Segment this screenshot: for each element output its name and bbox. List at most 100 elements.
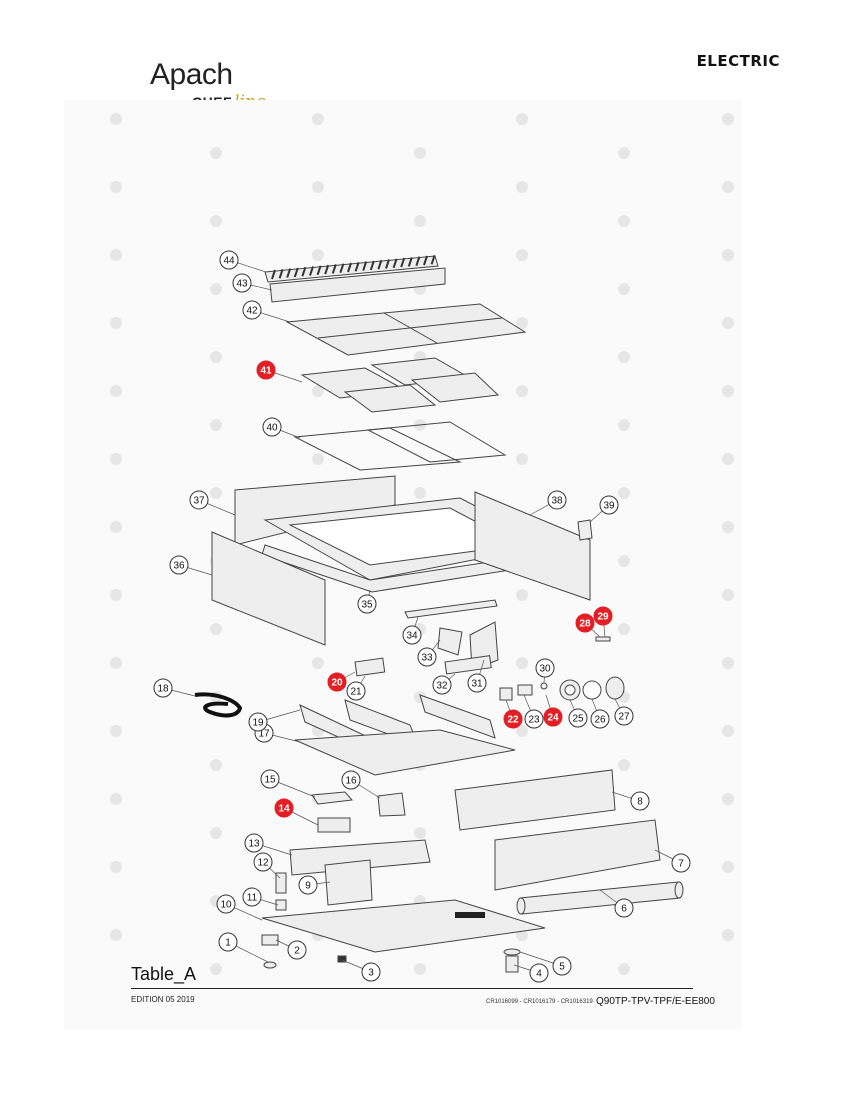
watermark-dot [516,181,528,193]
watermark-dot [210,759,222,771]
callout-8: 8 [630,791,650,811]
watermark-dot [516,725,528,737]
callout-number: 39 [603,501,615,512]
part-41-heating-elements [300,357,500,413]
callout-number: 1 [225,938,231,949]
callout-circle [575,613,595,633]
callout-12: 12 [253,852,273,872]
watermark-dot [210,487,222,499]
watermark-dot [722,113,734,125]
product-codes: CR1016099 - CR1016179 - CR1016319 [486,999,593,1005]
watermark-dot [618,623,630,635]
watermark-dot [414,963,426,975]
callout-circle [169,555,189,575]
callout-number: 17 [258,729,270,740]
footer-rule [131,988,693,989]
grille-slot [301,266,307,277]
watermark-dot [722,521,734,533]
callout-35: 35 [357,594,377,614]
grille-slot [423,255,428,266]
callout-circle [219,250,239,270]
part-3-clip [337,955,347,963]
watermark-dot [312,385,324,397]
part-23-switch [517,684,533,696]
watermark-dot [722,725,734,737]
grille-slot [430,254,436,265]
callout-number: 26 [594,715,606,726]
callout-circle [361,962,381,982]
part-2-foot-bracket [261,934,279,946]
watermark-dot [110,453,122,465]
callout-circle [327,672,347,692]
callout-circle [232,273,252,293]
watermark-dot [110,385,122,397]
callout-number: 33 [421,653,433,664]
part-8-rear-bracket [454,769,616,831]
callout-circle [153,678,173,698]
callout-41: 41 [256,360,276,380]
grille-slot [309,266,314,276]
parts [194,254,684,973]
callout-39: 39 [599,495,619,515]
grille-slot [385,259,390,269]
callout-circle [402,625,422,645]
callout-number: 43 [236,279,248,290]
watermark-dot [722,929,734,941]
callout-1: 1 [218,932,238,952]
edition-label: EDITION 05 2019 [131,995,195,1004]
callout-circle [253,852,273,872]
callout-37: 37 [189,490,209,510]
callout-22: 22 [503,709,523,729]
watermark-dot [722,589,734,601]
watermark-dot [516,249,528,261]
callout-2: 2 [287,940,307,960]
callout-number: 32 [436,681,448,692]
watermark-dot [618,759,630,771]
callout-3: 3 [361,962,381,982]
callout-circle [543,707,563,727]
part-14-fan [317,817,351,833]
watermark-dot [618,555,630,567]
watermark-dot [312,181,324,193]
watermark-dot [722,317,734,329]
part-36-front-panel [211,531,326,646]
callout-23: 23 [524,709,544,729]
watermark-dot [210,827,222,839]
callout-number: 41 [260,366,272,377]
part-39-bracket [577,519,593,541]
part-26-ring [582,680,602,700]
part-12-component [275,872,287,894]
callout-circle [189,490,209,510]
callout-28: 28 [575,613,595,633]
watermark-dot [414,147,426,159]
watermark-dot [110,249,122,261]
callout-number: 11 [247,893,258,904]
callout-10: 10 [216,894,236,914]
part-16-cover [377,792,406,817]
callout-21: 21 [346,681,366,701]
base-vent [455,912,485,918]
callout-circle [568,708,588,728]
callout-40: 40 [262,417,282,437]
callout-circle [547,490,567,510]
watermark-dot [210,147,222,159]
watermark-dot [210,623,222,635]
callout-number: 16 [345,776,357,787]
callout-number: 15 [264,775,276,786]
watermark-dot [312,249,324,261]
watermark-dot [110,861,122,873]
callout-13: 13 [244,833,264,853]
callout-6: 6 [614,898,634,918]
watermark-dot [414,487,426,499]
callout-circle [503,709,523,729]
callout-circle [614,706,634,726]
callout-43: 43 [232,273,252,293]
grille-slot [293,267,299,278]
grille-slot [331,264,337,274]
watermark-dot [618,487,630,499]
callout-11: 11 [242,887,262,907]
callout-31: 31 [467,673,487,693]
watermark-dot [110,589,122,601]
callout-20: 20 [327,672,347,692]
